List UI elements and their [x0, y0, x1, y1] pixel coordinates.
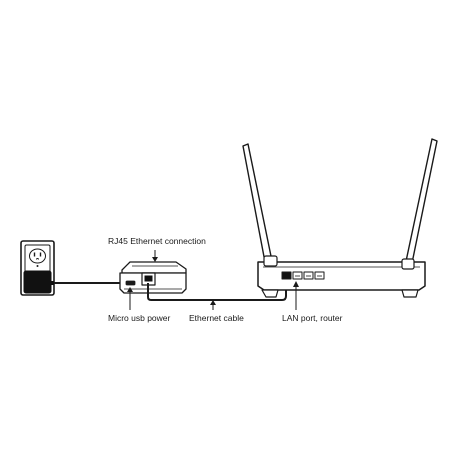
router-icon — [242, 138, 438, 298]
rj45-device-icon — [119, 261, 187, 294]
power-adapter-icon — [23, 270, 54, 294]
ethernet-cable — [147, 276, 287, 301]
micro-usb-label: Micro usb power — [108, 313, 171, 323]
rj45-label: RJ45 Ethernet connection — [108, 236, 206, 246]
callout-arrows — [127, 250, 299, 310]
ethernet-cable-label: Ethernet cable — [189, 313, 244, 323]
lan-port-label: LAN port, router — [282, 313, 343, 323]
